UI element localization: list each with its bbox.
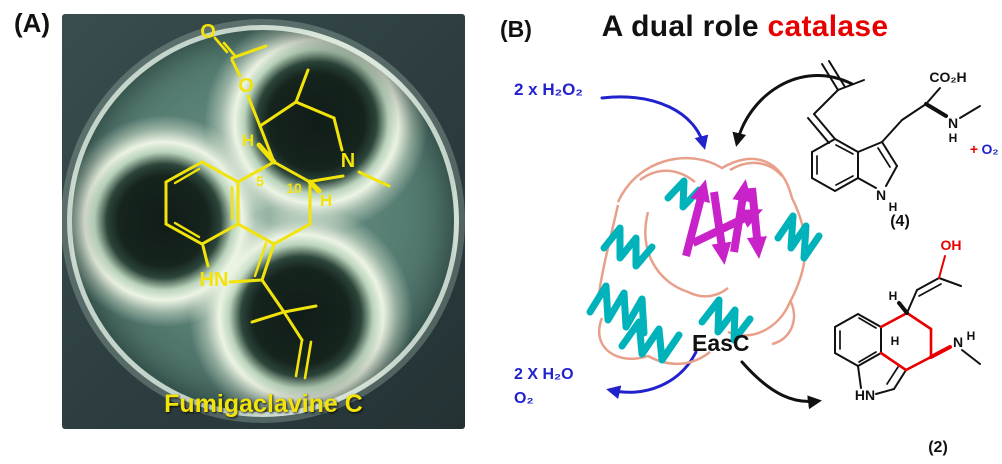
petri-dish	[67, 25, 459, 417]
atom-label-ester-o: O	[238, 75, 254, 97]
arrow-substrate-in	[732, 74, 854, 147]
fumigaclavine-atom-labels: O O H H 5 10 N HN	[200, 21, 356, 291]
atom-label-amine-h: H	[949, 131, 958, 145]
position-label-5: 5	[256, 173, 264, 189]
atom-label-hn-2: HN	[855, 387, 875, 403]
position-label-10: 10	[286, 180, 302, 196]
title-main: A dual role	[601, 10, 759, 43]
protein-ribbon	[586, 156, 823, 366]
panel-a-label: (A)	[14, 8, 51, 38]
atom-label-amine-n-2: N	[953, 334, 963, 350]
atom-label-co2h: CO₂H	[929, 69, 966, 85]
atom-label-carbonyl-o: O	[200, 21, 216, 43]
panel-b-label: (B)	[500, 16, 532, 42]
fumigaclavine-bonds	[164, 36, 391, 380]
figure-title: A dual role catalase	[550, 10, 940, 44]
atom-label-ring-h-top: H	[889, 289, 898, 303]
plus-sign: +	[970, 141, 978, 157]
atom-label-hn: HN	[200, 269, 229, 291]
oxygen-label: O₂	[514, 390, 534, 407]
title-accent: catalase	[767, 10, 889, 43]
protein-beta-sheets	[682, 179, 767, 265]
atom-label-oh: OH	[941, 237, 962, 253]
arrow-product-out	[740, 360, 822, 410]
compound-4-number: (4)	[890, 213, 910, 230]
arrow-h2o2-in	[600, 95, 709, 150]
compound-4-structure	[807, 60, 981, 193]
atom-label-amine-h-2: H	[967, 329, 976, 343]
atom-label-indole-h: H	[889, 200, 898, 214]
compound-2-labels: OH N H HN H H (2)	[855, 237, 975, 456]
water-label: 2 X H₂O	[514, 366, 574, 383]
atom-label-indole-n: N	[876, 187, 886, 203]
compound-2-number: (2)	[928, 439, 948, 456]
oxygen-cofactor-label: O₂	[981, 141, 998, 157]
red-highlight-ring	[879, 311, 933, 372]
compound-caption: Fumigaclavine C	[164, 390, 363, 418]
atom-label-h-top: H	[242, 131, 254, 150]
panel-b: CO₂H N H N H + O₂ (4)	[490, 0, 1002, 464]
atom-label-n: N	[341, 150, 355, 172]
reaction-diagram-svg: CO₂H N H N H + O₂ (4)	[586, 60, 999, 456]
fumigaclavine-structure-svg: O O H H 5 10 N HN	[164, 21, 391, 380]
compound-4-labels: CO₂H N H N H + O₂ (4)	[876, 69, 999, 230]
h2o2-label: 2 x H₂O₂	[514, 80, 583, 99]
atom-label-ring-h-bottom: H	[891, 334, 900, 348]
enzyme-label: EasC	[692, 330, 750, 356]
atom-label-h-bottom: H	[320, 191, 332, 210]
atom-label-amine-n: N	[948, 115, 958, 131]
compound-2-structure	[834, 255, 981, 395]
culture-photo: O O H H 5 10 N HN Fumigaclavine C	[62, 14, 465, 429]
protein-loops	[596, 156, 807, 366]
